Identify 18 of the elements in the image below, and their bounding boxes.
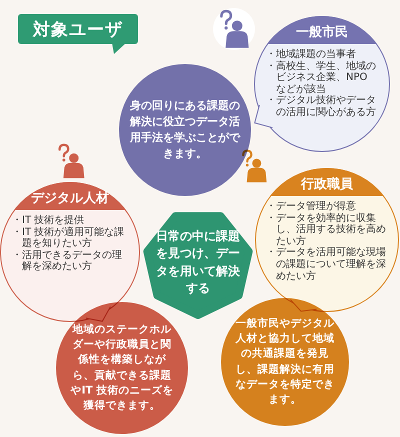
bullet-item: ・デジタル技術やデータの活用に関心がある方 (266, 95, 377, 119)
message-circle: 地域のステークホルダーや行政職員と関係性を構築しながら、貢献できる課題やIT 技術のニーズを獲得できます。 (56, 302, 188, 434)
speech-bubble (0, 182, 140, 322)
bubble-heading: 一般市民 (296, 24, 348, 41)
bullet-item: ・データを効率的に収集し、活用する技術を高めたい方 (266, 212, 387, 247)
bullet-item: ・データ管理が得意 (266, 201, 357, 212)
bullet-item: ・データを活用可能な現場の課題について理解を深めたい方 (266, 247, 387, 282)
speech-bubble (255, 168, 399, 312)
message-circle: 身の回りにある課題の解決に役立つデータ活用手法を学ぶことができます。 (119, 64, 251, 196)
bubble-heading: 行政職員 (301, 176, 353, 193)
bullet-item: ・IT 技術が適用可能な課題を知りたい方 (12, 226, 126, 250)
bullet-item: ・活用できるデータの理解を深めたい方 (12, 250, 123, 273)
bullet-item: ・IT 技術を提供 (12, 215, 86, 226)
bubble-heading: デジタル人材 (31, 190, 109, 207)
bullet-item: ・高校生、学生、地域のビジネス企業、NPO などが該当 (266, 60, 377, 95)
speech-bubble (254, 16, 390, 152)
message-circle: 一般市民やデジタル人材と協力して地域の共通課題を発見し、課題解決に有用なデータを特定できます。 (221, 298, 349, 426)
bullet-item: ・地域課題の当事者 (266, 49, 357, 60)
